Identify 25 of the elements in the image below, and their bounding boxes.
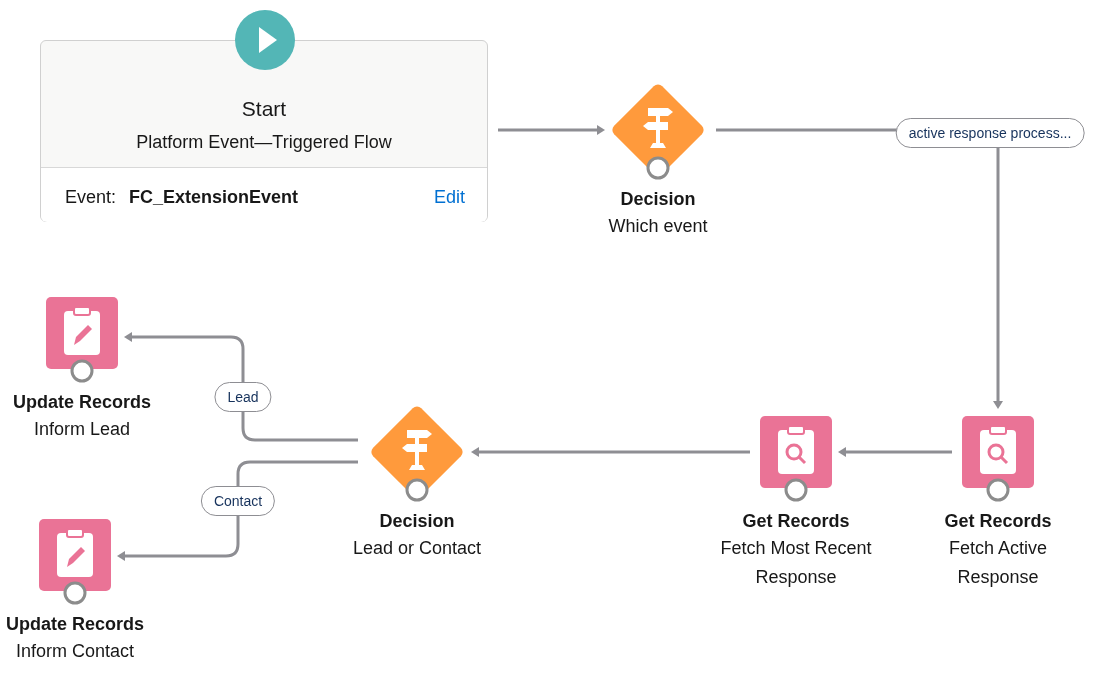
start-card [40,40,488,222]
arrow [471,447,750,457]
edge-label: active response process... [895,118,1085,148]
arrow [838,447,952,457]
node-title: Decision [620,188,696,211]
arrow [117,460,358,561]
event-text: Event: FC_ExtensionEvent [65,186,299,209]
node-title: Update Records [12,391,151,414]
node-title: Get Records [944,510,1052,533]
node-subtitle: Fetch Most Recent Response [719,537,873,589]
node-title: Update Records [5,613,144,636]
edit-link: Edit [433,186,465,209]
node-subtitle: Lead or Contact [352,537,482,560]
node-title: Decision [379,510,455,533]
edge-label: Lead [214,381,272,412]
node-subtitle: Platform Event—Triggered Flow [135,131,393,154]
node-subtitle: Which event [608,215,708,238]
node-subtitle: Fetch Active Response [947,537,1048,589]
node-title: Get Records [742,510,850,533]
node-subtitle: Inform Contact [15,640,134,663]
arrow [124,332,358,442]
node-subtitle: Inform Lead [33,418,131,441]
arrow [498,125,605,135]
node-title: Start [240,96,288,122]
edge-label: Contact [200,486,276,516]
